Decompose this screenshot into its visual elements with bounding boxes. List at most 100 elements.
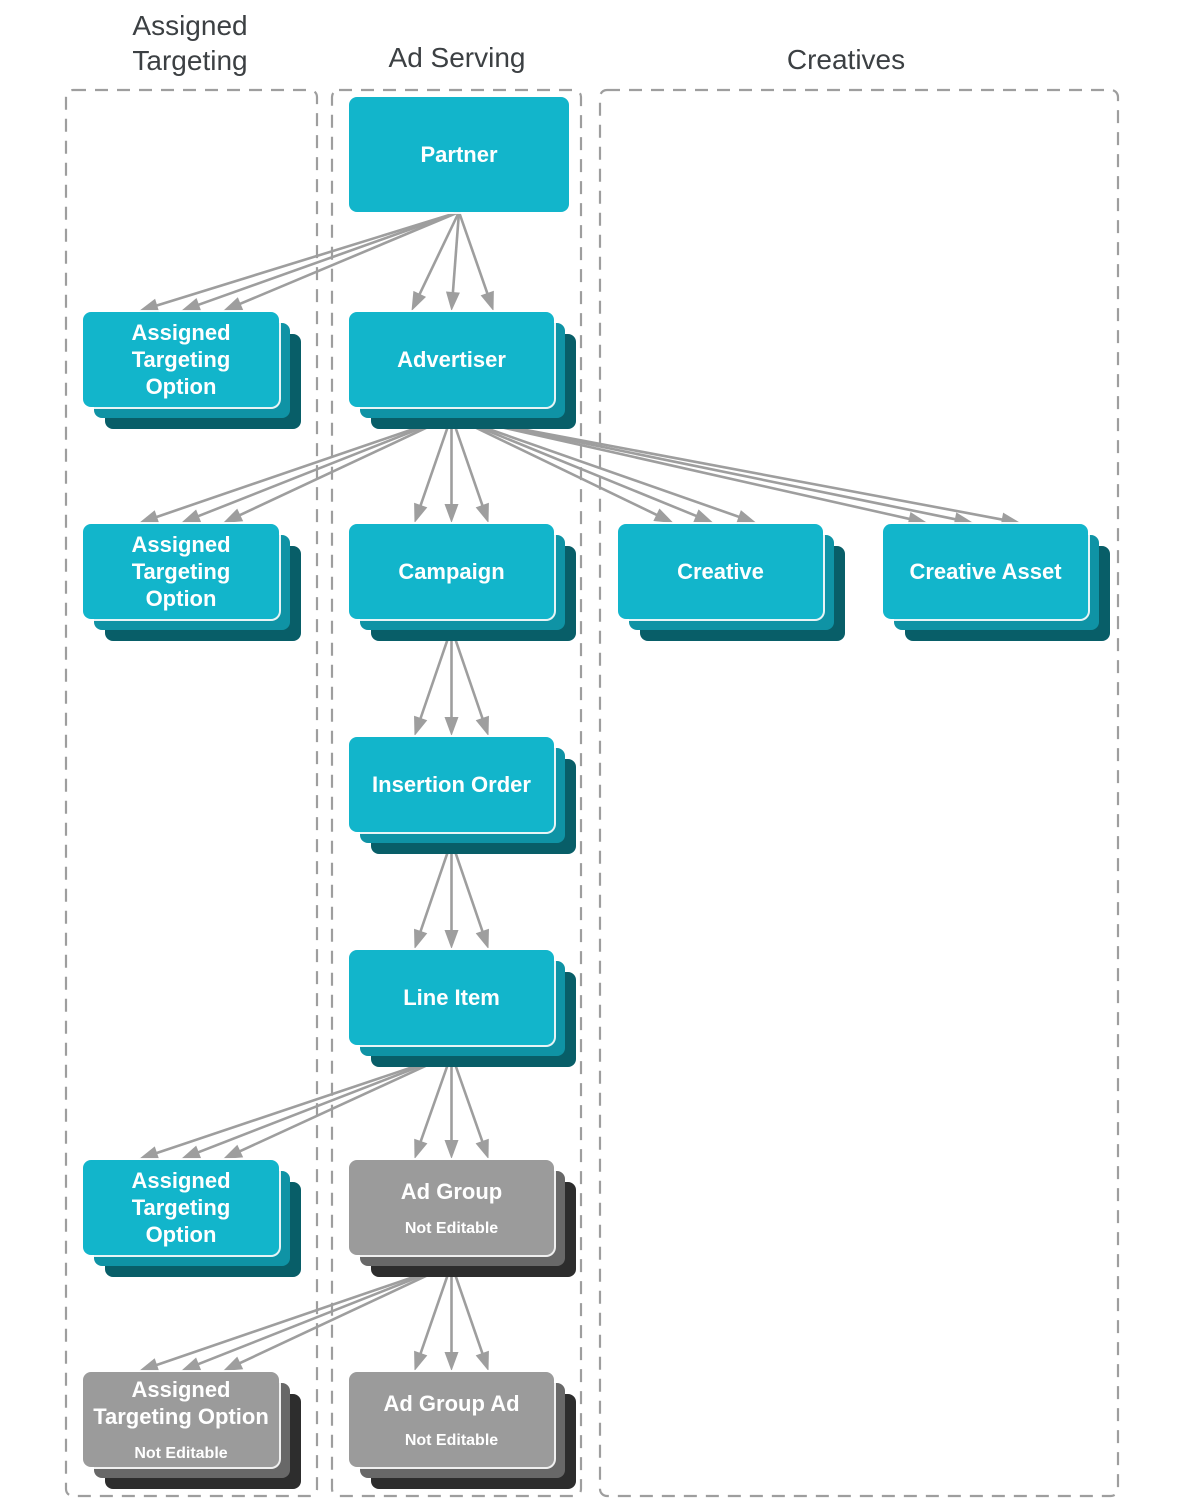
edge-line-partner-to-ato-advertiser <box>151 210 460 309</box>
node-partner: Partner <box>349 97 569 212</box>
edge-arrowhead-insertion-order-to-line-item <box>475 928 489 949</box>
edge-arrowhead-line-item-to-ato-line-item <box>181 1145 202 1159</box>
edge-arrowhead-line-item-to-ato-line-item <box>223 1144 244 1159</box>
edge-arrowhead-advertiser-to-ato-campaign <box>181 509 202 523</box>
edge-arrowhead-partner-to-ato-advertiser <box>223 297 244 311</box>
edge-arrowhead-advertiser-to-creative-asset <box>907 512 928 526</box>
edge-line-advertiser-to-creative-asset <box>451 414 1007 522</box>
edge-line-advertiser-to-campaign <box>417 415 453 511</box>
edge-line-line-item-to-ad-group <box>417 1053 453 1147</box>
node-creative-asset: Creative Asset <box>883 524 1110 641</box>
node-label-line: Assigned <box>131 1168 231 1193</box>
node-label: Line Item <box>403 985 500 1010</box>
edge-line-ad-group-to-ato-ad-group <box>235 1262 453 1367</box>
node-sublabel: Not Editable <box>404 1431 499 1449</box>
edge-arrowhead-insertion-order-to-line-item <box>414 928 428 949</box>
edge-arrowhead-partner-to-ato-advertiser <box>181 298 202 312</box>
edge-line-ad-group-to-ad-group-ad <box>450 1263 486 1359</box>
edge-line-ad-group-to-ad-group-ad <box>417 1263 453 1359</box>
edge-line-advertiser-to-ato-campaign <box>235 414 453 519</box>
edge-arrowhead-advertiser-to-creative <box>693 509 714 523</box>
edge-line-insertion-order-to-line-item <box>417 840 453 937</box>
edge-line-advertiser-to-creative <box>451 414 744 520</box>
node-campaign: Campaign <box>349 524 576 641</box>
edge-line-advertiser-to-ato-campaign <box>151 414 452 520</box>
node-label: Creative Asset <box>909 559 1062 584</box>
edge-arrowhead-advertiser-to-creative-asset <box>953 512 974 527</box>
edge-arrowhead-ad-group-to-ad-group-ad <box>444 1352 459 1371</box>
edge-line-partner-to-ato-advertiser <box>235 210 460 307</box>
node-face: Insertion Order <box>349 737 554 832</box>
edge-line-insertion-order-to-line-item <box>450 840 486 937</box>
edge-line-ad-group-to-ato-ad-group <box>151 1262 452 1368</box>
edge-line-partner-to-advertiser <box>457 211 491 299</box>
node-label: Partner <box>420 142 498 167</box>
node-label-line: Option <box>145 1222 217 1247</box>
node-face: Creative <box>618 524 823 619</box>
node-insertion-order: Insertion Order <box>349 737 576 854</box>
node-advertiser: Advertiser <box>349 312 576 429</box>
column-box-creatives <box>598 88 1120 1498</box>
node-label: Advertiser <box>397 347 506 372</box>
column-box-assigned-targeting <box>64 88 319 1498</box>
node-label-line: Assigned <box>131 532 231 557</box>
edge-arrowhead-line-item-to-ad-group <box>475 1138 489 1159</box>
edge-line-line-item-to-ato-line-item <box>151 1052 452 1156</box>
edge-arrowhead-campaign-to-insertion-order <box>475 715 489 736</box>
edge-arrowhead-insertion-order-to-line-item <box>444 930 459 949</box>
edge-arrowhead-ad-group-to-ato-ad-group <box>181 1357 202 1371</box>
node-label-line: Assigned <box>131 1377 231 1402</box>
node-face: Line Item <box>349 950 554 1045</box>
edge-line-advertiser-to-creative <box>451 414 702 519</box>
column-header-ad-serving: Ad Serving <box>388 42 526 73</box>
edge-arrowhead-advertiser-to-creative <box>736 510 757 524</box>
column-box-ad-serving <box>330 88 583 1498</box>
edge-arrowhead-ad-group-to-ad-group-ad <box>414 1350 428 1371</box>
node-label-line: Assigned <box>131 320 231 345</box>
node-face: Creative Asset <box>883 524 1088 619</box>
column-header-assigned-targeting: Assigned Targeting <box>132 10 248 76</box>
edge-line-advertiser-to-creative <box>450 414 662 519</box>
edge-arrowhead-advertiser-to-ato-campaign <box>223 508 244 523</box>
edge-line-partner-to-advertiser <box>416 211 461 299</box>
edge-line-ad-group-to-ato-ad-group <box>193 1262 452 1368</box>
edge-arrowhead-ad-group-to-ato-ad-group <box>139 1358 160 1372</box>
node-label: Insertion Order <box>372 772 531 797</box>
edge-line-partner-to-advertiser <box>451 211 461 298</box>
edge-arrowhead-line-item-to-ad-group <box>414 1138 428 1159</box>
node-label-line: Option <box>145 374 217 399</box>
node-label-line: Targeting <box>131 1195 231 1220</box>
edge-arrowhead-line-item-to-ad-group <box>444 1140 459 1159</box>
edge-arrowhead-ad-group-to-ato-ad-group <box>223 1356 244 1371</box>
edge-arrowhead-partner-to-advertiser <box>411 290 427 311</box>
edge-arrowhead-partner-to-advertiser <box>480 290 494 311</box>
edge-arrowhead-campaign-to-insertion-order <box>444 717 459 736</box>
node-label-line: Targeting <box>131 559 231 584</box>
node-sublabel: Not Editable <box>134 1445 228 1462</box>
edge-line-line-item-to-ato-line-item <box>193 1052 452 1156</box>
edge-line-advertiser-to-campaign <box>450 415 486 511</box>
edge-line-advertiser-to-creative-asset <box>451 414 961 522</box>
edge-arrowhead-advertiser-to-creative-asset <box>1000 512 1021 527</box>
node-face: Campaign <box>349 524 554 619</box>
edge-line-line-item-to-ad-group <box>450 1053 486 1147</box>
column-header-creatives: Creatives <box>786 44 906 75</box>
edge-line-line-item-to-ato-line-item <box>235 1052 453 1155</box>
edge-arrowhead-partner-to-ato-advertiser <box>139 298 160 313</box>
node-face: Partner <box>349 97 569 212</box>
